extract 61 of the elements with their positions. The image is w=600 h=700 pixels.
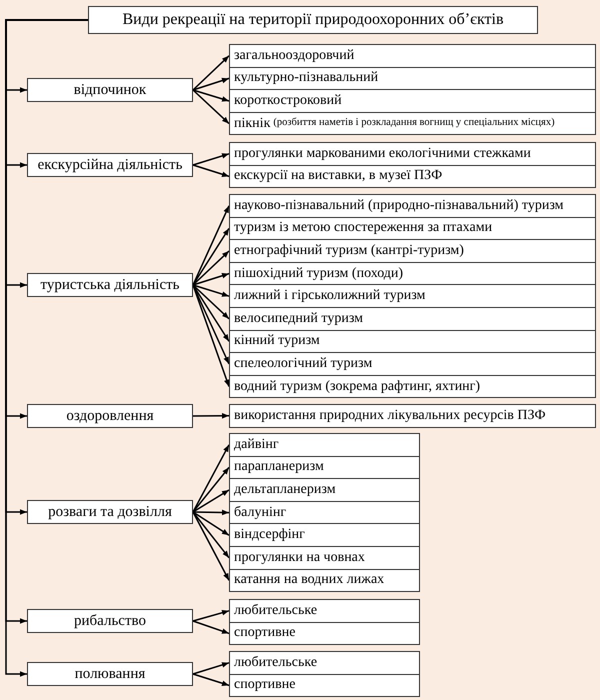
category-box: туристська діяльність	[27, 273, 193, 297]
category-box: розваги та дозвілля	[27, 500, 193, 524]
arrow	[192, 284, 230, 342]
item-box: науково-пізнавальний (природно-пізнавальний) туризм	[229, 194, 596, 218]
item-box: спортивне	[229, 622, 420, 646]
item-box: дайвінг	[229, 433, 420, 457]
arrow	[192, 673, 230, 686]
arrow	[192, 444, 230, 512]
category-box: оздоровлення	[27, 404, 193, 428]
arrow	[192, 250, 230, 286]
item-box: спортивне	[229, 674, 420, 698]
arrow	[192, 510, 230, 516]
item-box: спелеологічний туризм	[229, 352, 596, 376]
arrow	[192, 512, 230, 581]
category-box: рибальство	[27, 609, 193, 633]
category-box: полювання	[27, 662, 193, 686]
item-box: екскурсії на виставки, в музеї ПЗФ	[229, 164, 596, 188]
arrow	[192, 272, 230, 286]
item-label: пікнік	[234, 116, 270, 131]
item-box	[229, 112, 596, 136]
item-box: етнографічний туризм (кантрі-туризм)	[229, 239, 596, 263]
item-box: загальнооздоровчий	[229, 44, 596, 68]
item-box: балунінг	[229, 500, 420, 524]
item-box: велосипедний туризм	[229, 307, 596, 331]
item-box: катання на водних лижах	[229, 568, 420, 592]
arrow	[192, 164, 230, 178]
category-box: відпочинок	[27, 78, 193, 102]
item-box: використання природних лікувальних ресурсів ПЗФ	[229, 404, 596, 428]
item-box: дельтапланеризм	[229, 478, 420, 502]
item-box: водний туризм (зокрема рафтинг, яхтинг)	[229, 374, 596, 398]
arrow	[192, 489, 230, 513]
arrow	[192, 610, 230, 622]
arrow	[192, 78, 230, 91]
title-box: Види рекреації на території природоохоронних об’єктів	[88, 6, 538, 34]
item-box: лижний і гірськолижний туризм	[229, 284, 596, 308]
arrow	[193, 413, 229, 419]
item-box: любительське	[229, 651, 420, 675]
arrow	[192, 511, 230, 536]
item-box: культурно-пізнавальний	[229, 66, 596, 90]
arrow	[192, 466, 230, 512]
arrow	[192, 153, 230, 166]
arrow	[192, 662, 230, 675]
item-box: пішохідний туризм (походи)	[229, 262, 596, 286]
arrow	[192, 512, 230, 558]
item-box: туризм із метою спостереження за птахами	[229, 216, 596, 240]
arrow	[192, 228, 230, 286]
category-box: екскурсійна діяльність	[27, 153, 193, 177]
arrow	[192, 620, 230, 634]
arrow	[192, 89, 230, 102]
item-box: любительське	[229, 599, 420, 623]
arrow	[192, 284, 230, 297]
arrow	[192, 284, 230, 320]
item-box: прогулянки маркованими екологічними стежками	[229, 142, 596, 166]
arrow	[192, 89, 230, 124]
item-note: (розбиття наметів і розкладання вогнищ у спеціальних місцях)	[273, 118, 555, 129]
item-box: віндсерфінг	[229, 523, 420, 547]
item-box: парапланеризм	[229, 456, 420, 480]
item-box: кінний туризм	[229, 330, 596, 354]
item-box: прогулянки на човнах	[229, 546, 420, 570]
arrow	[192, 55, 230, 91]
item-box: короткостроковий	[229, 89, 596, 113]
